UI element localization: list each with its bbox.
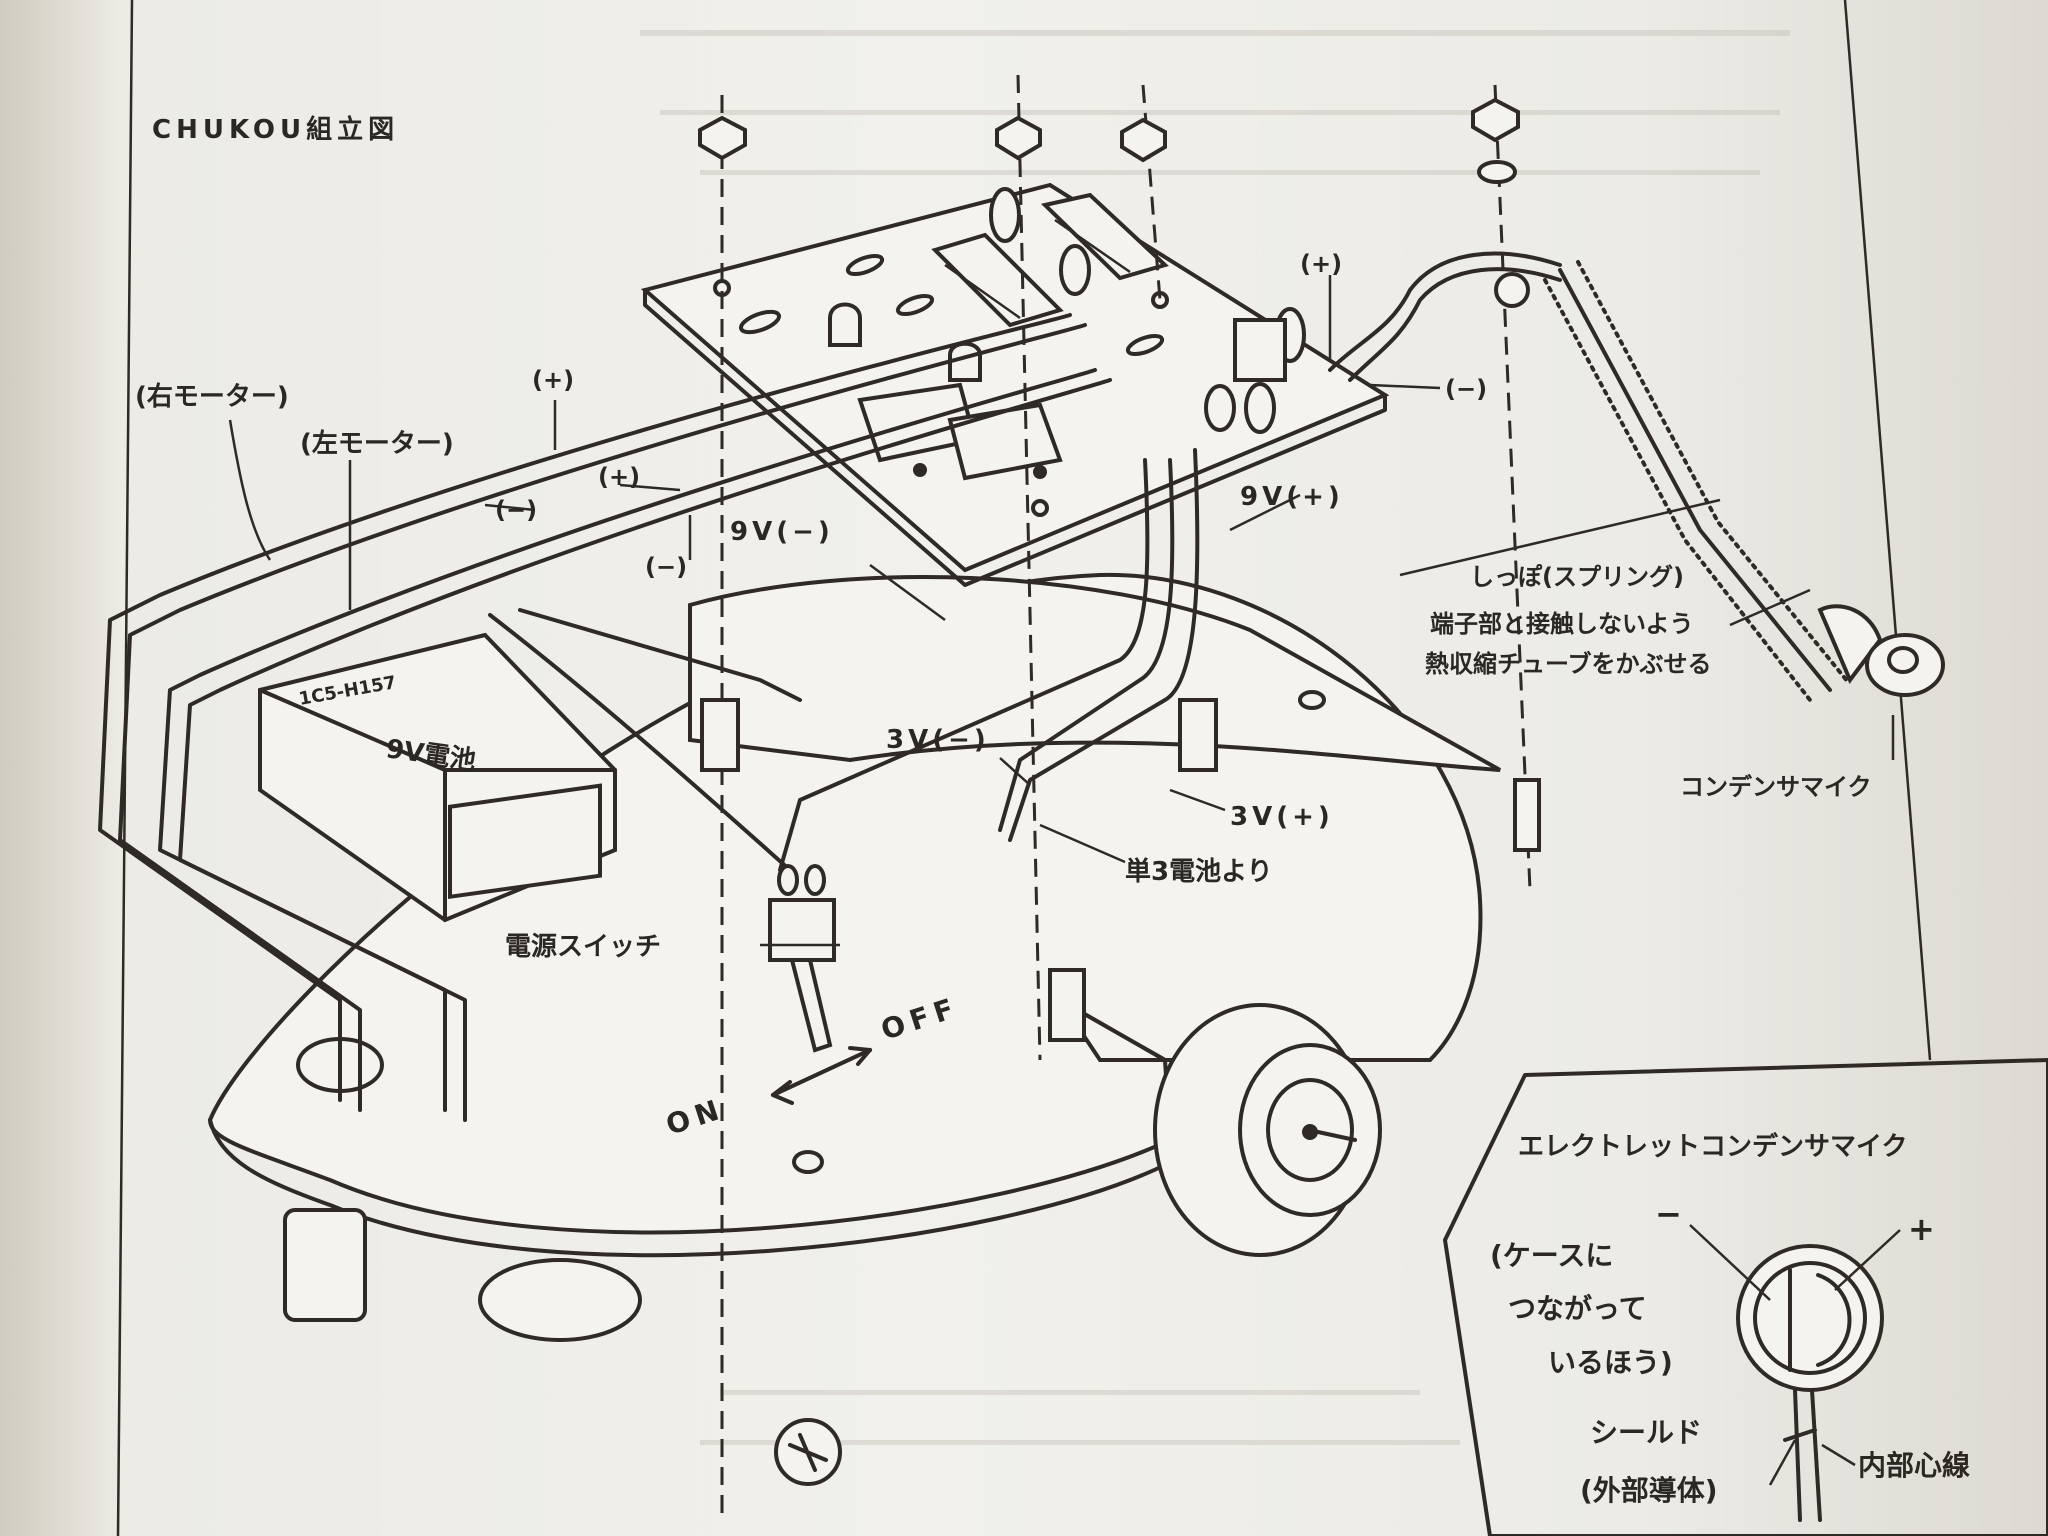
- caster-leg: [283, 1208, 367, 1322]
- page-border-right: [1843, 0, 1932, 1061]
- inset-panel: [1443, 1058, 2048, 1536]
- label-3v-plus: 3V(+): [1230, 802, 1334, 832]
- label-9v-minus: 9V(−): [730, 517, 834, 547]
- power-switch: [768, 864, 872, 1105]
- label-board-plus: (+): [1300, 250, 1342, 278]
- hex-nut-3: [1120, 117, 1167, 163]
- label-from-aa-battery: 単3電池より: [1125, 857, 1273, 887]
- inset-case-2: つながって: [1508, 1292, 1647, 1325]
- battery-9v: [258, 632, 617, 923]
- label-9v-plus: 9V(+): [1240, 482, 1344, 512]
- leader-lines: [228, 275, 1895, 947]
- spring-tail: [1494, 260, 1945, 702]
- label-condenser-mic: コンデンサマイク: [1680, 773, 1872, 801]
- drive-wheel-right: [1153, 1003, 1382, 1257]
- hex-nut-1: [698, 115, 747, 161]
- inset-outer-conductor: (外部導体): [1580, 1474, 1718, 1507]
- standoff-1: [700, 698, 740, 772]
- hole-right: [1298, 690, 1326, 710]
- inset-leader-core: [1821, 1443, 1856, 1467]
- label-left-motor: (左モーター): [300, 429, 454, 459]
- hex-nut-2: [995, 115, 1042, 161]
- label-board-minus: (−): [1445, 375, 1487, 403]
- inset-inner-core: 内部心線: [1858, 1449, 1970, 1482]
- label-tail-2: 端子部と接触しないよう: [1430, 610, 1694, 638]
- circuit-board-edge: [643, 288, 1387, 587]
- label-motor-plus-top: (+): [532, 366, 574, 394]
- diagram-title: CHUKOU組立図: [152, 114, 399, 145]
- board-components: [713, 187, 1306, 517]
- label-motor-minus-low: (−): [645, 553, 687, 581]
- label-right-motor: (右モーター): [135, 382, 289, 412]
- wiring: [98, 251, 1562, 1122]
- label-motor-plus-mid: (+): [598, 463, 640, 491]
- bleed-through-text: [640, 30, 1790, 1445]
- label-tail-1: しっぽ(スプリング): [1470, 563, 1684, 591]
- hole-base: [792, 1150, 824, 1174]
- label-power-switch: 電源スイッチ: [505, 932, 661, 962]
- chassis-base-edge: [208, 1118, 1167, 1258]
- hex-nut-4: [1471, 97, 1520, 143]
- standoff-2: [1178, 698, 1218, 772]
- inset-title: エレクトレットコンデンサマイク: [1518, 1131, 1907, 1162]
- inset-case-1: (ケースに: [1490, 1239, 1613, 1272]
- standoff-3: [1048, 968, 1086, 1042]
- inset-minus: −: [1655, 1195, 1682, 1233]
- inset-case-3: いるほう): [1548, 1346, 1673, 1379]
- label-3v-minus: 3V(−): [886, 725, 990, 755]
- label-tail-3: 熱収縮チューブをかぶせる: [1425, 650, 1712, 678]
- inset-shield: シールド: [1590, 1416, 1702, 1449]
- washer: [1477, 160, 1517, 184]
- screw-right: [1513, 778, 1541, 852]
- inset-leader-shield: [1768, 1439, 1797, 1486]
- label-motor-minus-mid: (−): [495, 496, 537, 524]
- inset-plus: +: [1908, 1210, 1935, 1248]
- rear-wheel-under: [478, 1258, 642, 1342]
